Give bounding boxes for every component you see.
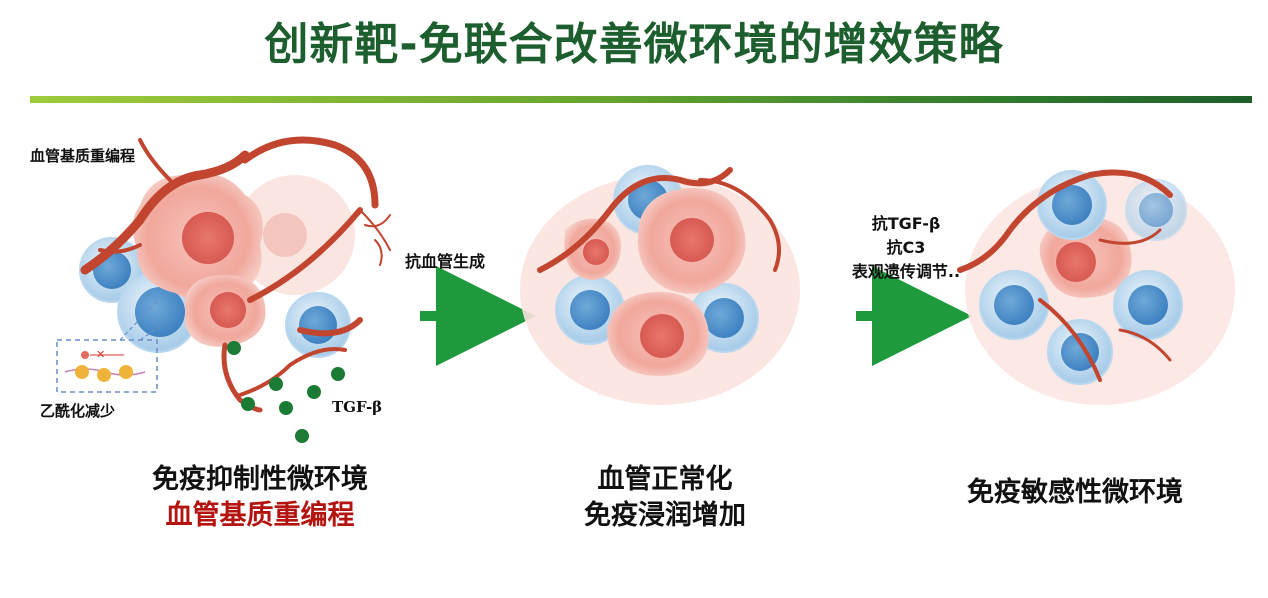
immune-cell (1113, 270, 1183, 340)
tumor-cell (637, 188, 746, 294)
epigenetic-regulation-label: 表观遗传调节.. (851, 262, 961, 281)
tgf-beta-label: TGF-β (332, 398, 383, 416)
blood-vessels (80, 136, 391, 413)
middle-caption-line1: 血管正常化 (597, 464, 733, 495)
acetylation-decrease-label: 乙酰化减少 (40, 402, 116, 420)
acetylation-inset: ✕ (56, 299, 171, 393)
immune-cell (1125, 179, 1187, 241)
left-caption-line1: 免疫抑制性微环境 (152, 464, 368, 495)
left-caption: 免疫抑制性微环境 血管基质重编程 (90, 462, 430, 534)
immune-cell (555, 275, 625, 345)
blood-vessels (537, 167, 781, 273)
page-title: 创新靶-免联合改善微环境的增效策略 (264, 19, 1004, 70)
anti-angiogenesis-label: 抗血管生成 (405, 252, 486, 271)
middle-tumor-cluster (520, 165, 800, 405)
tgf-beta-molecules (227, 341, 345, 443)
blood-vessels (957, 169, 1173, 382)
therapy-labels: 抗TGF-β 抗C3 表观遗传调节.. (836, 212, 976, 284)
middle-caption: 血管正常化 免疫浸润增加 (520, 462, 810, 534)
anti-c3-label: 抗C3 (886, 238, 926, 257)
anti-tgf-beta-label: 抗TGF-β (871, 214, 941, 233)
vascular-reprogramming-label: 血管基质重编程 (30, 147, 136, 165)
right-caption: 免疫敏感性微环境 (967, 477, 1183, 508)
right-tumor-cluster (957, 169, 1235, 405)
left-caption-line2: 血管基质重编程 (165, 500, 355, 531)
immune-cell (1047, 319, 1113, 385)
left-tumor-cluster: ✕ (56, 136, 391, 443)
immune-cell (979, 270, 1049, 340)
title-divider (30, 96, 1252, 103)
middle-caption-line2: 免疫浸润增加 (584, 500, 746, 531)
tumor-cell (132, 173, 263, 303)
tumor-cell (607, 292, 709, 376)
tumor-cell (564, 218, 621, 280)
tumor-cell (185, 275, 266, 347)
